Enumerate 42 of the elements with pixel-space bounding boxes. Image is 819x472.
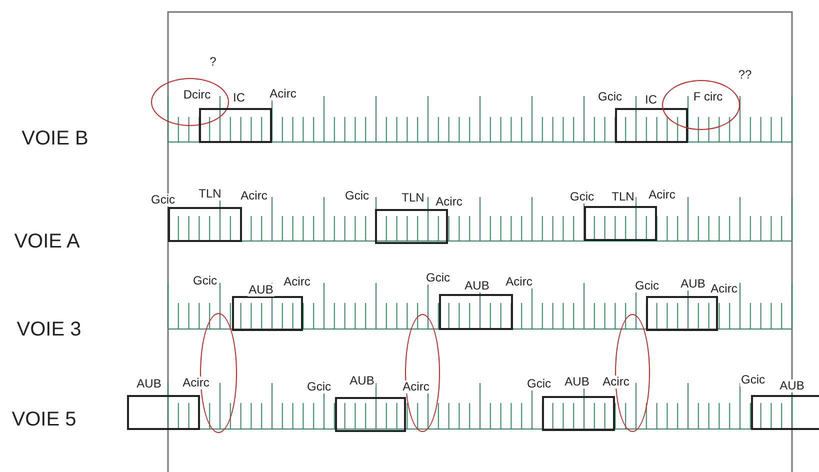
time-label: Acirc xyxy=(282,276,312,288)
train-label: TLN xyxy=(198,188,222,200)
highlight-ellipse xyxy=(662,80,740,130)
time-label: Acirc xyxy=(434,196,464,208)
time-label: Acirc xyxy=(268,88,298,100)
time-label: Gcic xyxy=(425,272,451,284)
train-label: AUB xyxy=(348,374,376,388)
train-label: TLN xyxy=(400,192,426,204)
time-label: Gcic xyxy=(526,378,552,390)
time-label: Acirc xyxy=(648,188,676,202)
time-label: Gcic xyxy=(740,374,766,386)
train-label: AUB xyxy=(564,376,590,388)
train-label: AUB xyxy=(248,284,274,296)
circled-label: Dcirc xyxy=(182,88,212,102)
time-label: Acirc xyxy=(504,276,534,288)
train-label: AUB xyxy=(464,280,490,292)
train-label: IC xyxy=(644,94,658,106)
time-label: Acirc xyxy=(182,376,210,390)
time-label: ? xyxy=(208,56,218,68)
time-label: Acirc xyxy=(240,190,268,202)
time-label: Acirc xyxy=(402,380,430,394)
train-label: AUB xyxy=(136,378,162,390)
track-name: VOIE A xyxy=(14,230,80,254)
time-label: Gcic xyxy=(597,90,623,104)
time-label: Gcic xyxy=(634,280,660,292)
time-label: Gcic xyxy=(150,194,176,206)
train-label: AUB xyxy=(778,380,806,392)
track-name: VOIE 3 xyxy=(16,318,82,342)
circled-label: F circ xyxy=(692,90,724,104)
track-name: VOIE 5 xyxy=(12,408,76,432)
time-label: Gcic xyxy=(306,380,332,394)
train-label: AUB xyxy=(680,278,706,290)
train-label: TLN xyxy=(610,190,636,204)
time-label: Gcic xyxy=(192,274,218,288)
track-name: VOIE B xyxy=(22,128,88,150)
time-label: Gcic xyxy=(569,190,595,204)
time-label: Gcic xyxy=(344,190,370,202)
time-label: Acirc xyxy=(710,282,738,296)
train-label: IC xyxy=(232,92,246,104)
highlight-ellipse xyxy=(151,78,229,126)
time-label: ?? xyxy=(737,68,753,82)
time-label: Acirc xyxy=(602,376,630,388)
